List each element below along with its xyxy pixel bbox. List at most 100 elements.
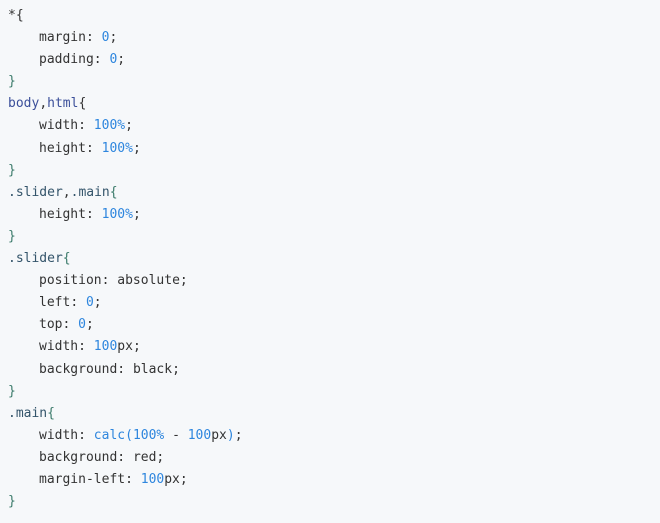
code-line: } [8,381,660,403]
code-line: margin-left: 100px; [8,469,660,491]
code-token: height [39,140,86,156]
code-token: margin [39,30,86,46]
code-line: top: 0; [8,314,660,336]
code-line: background: red; [8,447,660,469]
code-token: } [8,74,16,90]
code-token: .main [8,405,48,421]
code-token: width [39,427,79,443]
code-line: width: 100%; [8,115,660,137]
code-token: : [117,361,133,377]
code-token: : [78,427,94,443]
code-token: left [39,295,71,311]
code-line: } [8,491,660,513]
code-line: padding: 0; [8,49,660,71]
code-token: width [39,339,79,355]
code-token: ; [172,361,180,377]
code-token: ; [132,206,141,222]
code-token: : [101,273,118,289]
code-token: red [132,449,157,465]
code-token: padding [39,52,94,68]
code-token: } [8,494,16,510]
code-token: black [132,361,173,377]
code-token: ; [234,427,243,443]
code-token: : [85,206,102,222]
code-token: ; [85,317,94,333]
code-token: ; [179,273,188,289]
code-token: ; [93,295,102,311]
code-line: } [8,226,660,248]
code-token: : [78,339,94,355]
code-line: } [8,160,660,182]
code-token: body [8,96,40,112]
code-token: , [39,96,48,112]
code-token: 0 [78,317,86,333]
code-token: ; [156,449,165,465]
code-token: ; [132,140,141,156]
code-token: : [70,295,86,311]
code-token: { [15,8,24,23]
code-token: 100% [101,206,133,222]
code-line: .main{ [8,403,660,425]
code-token: { [109,184,118,200]
code-token: background [39,449,118,465]
code-token: height [39,206,86,222]
code-token: px [164,471,180,487]
code-token: : [85,140,102,156]
code-token: } [8,228,16,244]
code-token: 100 [140,471,165,487]
code-line: position: absolute; [8,270,660,292]
code-token: margin-left [39,471,126,487]
code-token: : [62,317,79,333]
code-token: { [62,251,71,267]
code-token: px [211,427,227,443]
code-token: : [78,118,94,134]
code-token: calc( [93,427,133,443]
code-line: width: 100px; [8,336,660,358]
code-line: height: 100%; [8,138,660,160]
code-token: : [117,449,133,465]
code-token: 100% [101,140,133,156]
code-token: : [85,30,102,46]
code-line: .slider{ [8,248,660,270]
code-token: 0 [109,52,118,68]
code-token: ; [109,30,118,46]
code-line: margin: 0; [8,27,660,49]
code-line: left: 0; [8,292,660,314]
code-token: top [39,317,63,333]
code-token: 100 [93,339,118,355]
code-token: ; [179,471,188,487]
code-token: background [39,361,118,377]
code-token: ; [125,118,133,134]
code-token: px [117,339,133,355]
code-line: *{ [8,5,660,27]
code-token: ; [117,52,126,68]
code-token: : [93,52,110,68]
code-token: .main [70,184,110,200]
code-token: absolute [117,273,180,289]
code-token: { [47,405,55,421]
code-token: { [78,96,87,112]
code-token: ) [226,427,235,443]
code-token: 100 [187,427,212,443]
code-line: .slider,.main{ [8,182,660,204]
code-token: ; [132,339,141,355]
code-token: html [47,96,79,112]
code-token: } [8,162,16,178]
code-token: 100% [132,427,165,443]
code-token: 100% [93,118,126,134]
code-line: } [8,71,660,93]
code-token: - [164,427,188,443]
code-line: width: calc(100% - 100px); [8,425,660,447]
code-token: .slider [8,184,63,200]
code-token: : [125,471,141,487]
code-token: 0 [85,295,94,311]
code-line: height: 100%; [8,204,660,226]
code-line: background: black; [8,359,660,381]
code-line: body,html{ [8,93,660,115]
code-token: position [39,273,102,289]
code-token: .slider [8,251,63,267]
code-token: width [39,118,79,134]
code-token: * [8,8,16,23]
code-token: 0 [101,30,110,46]
